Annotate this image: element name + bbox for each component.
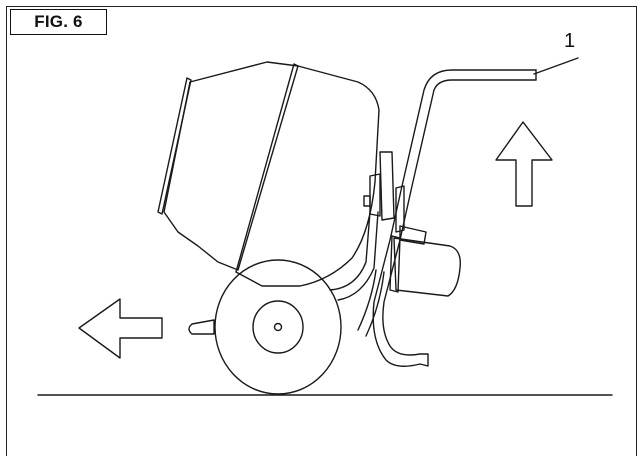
frame-leg-inner	[365, 271, 385, 337]
support-arm	[329, 211, 371, 291]
motor-terminal-box	[399, 225, 427, 245]
axle-bar	[188, 319, 215, 335]
mount-bracket-small	[363, 195, 371, 207]
figure-frame	[6, 6, 637, 456]
wheel-tire	[214, 259, 342, 395]
figure-label: FIG. 6	[10, 9, 107, 35]
handle-tube-outer	[372, 69, 537, 367]
callout-number: 1	[564, 30, 576, 52]
wheel-axle-cap	[273, 322, 283, 332]
drum-rear-bowl	[235, 65, 380, 287]
motor-body	[393, 237, 461, 297]
wheel-hub	[252, 300, 304, 354]
drum-front-cone	[163, 61, 299, 271]
drum-seam	[235, 63, 299, 273]
frame-leg	[357, 269, 377, 331]
drum-mouth-ring	[157, 77, 192, 215]
motor-mount	[395, 185, 405, 233]
motor-front-flange	[389, 235, 401, 293]
arrow-up-icon	[495, 121, 553, 207]
arrow-left-icon	[78, 298, 163, 359]
support-arm-inner	[337, 211, 379, 301]
mount-plate	[379, 151, 395, 221]
callout-leader	[533, 57, 579, 75]
